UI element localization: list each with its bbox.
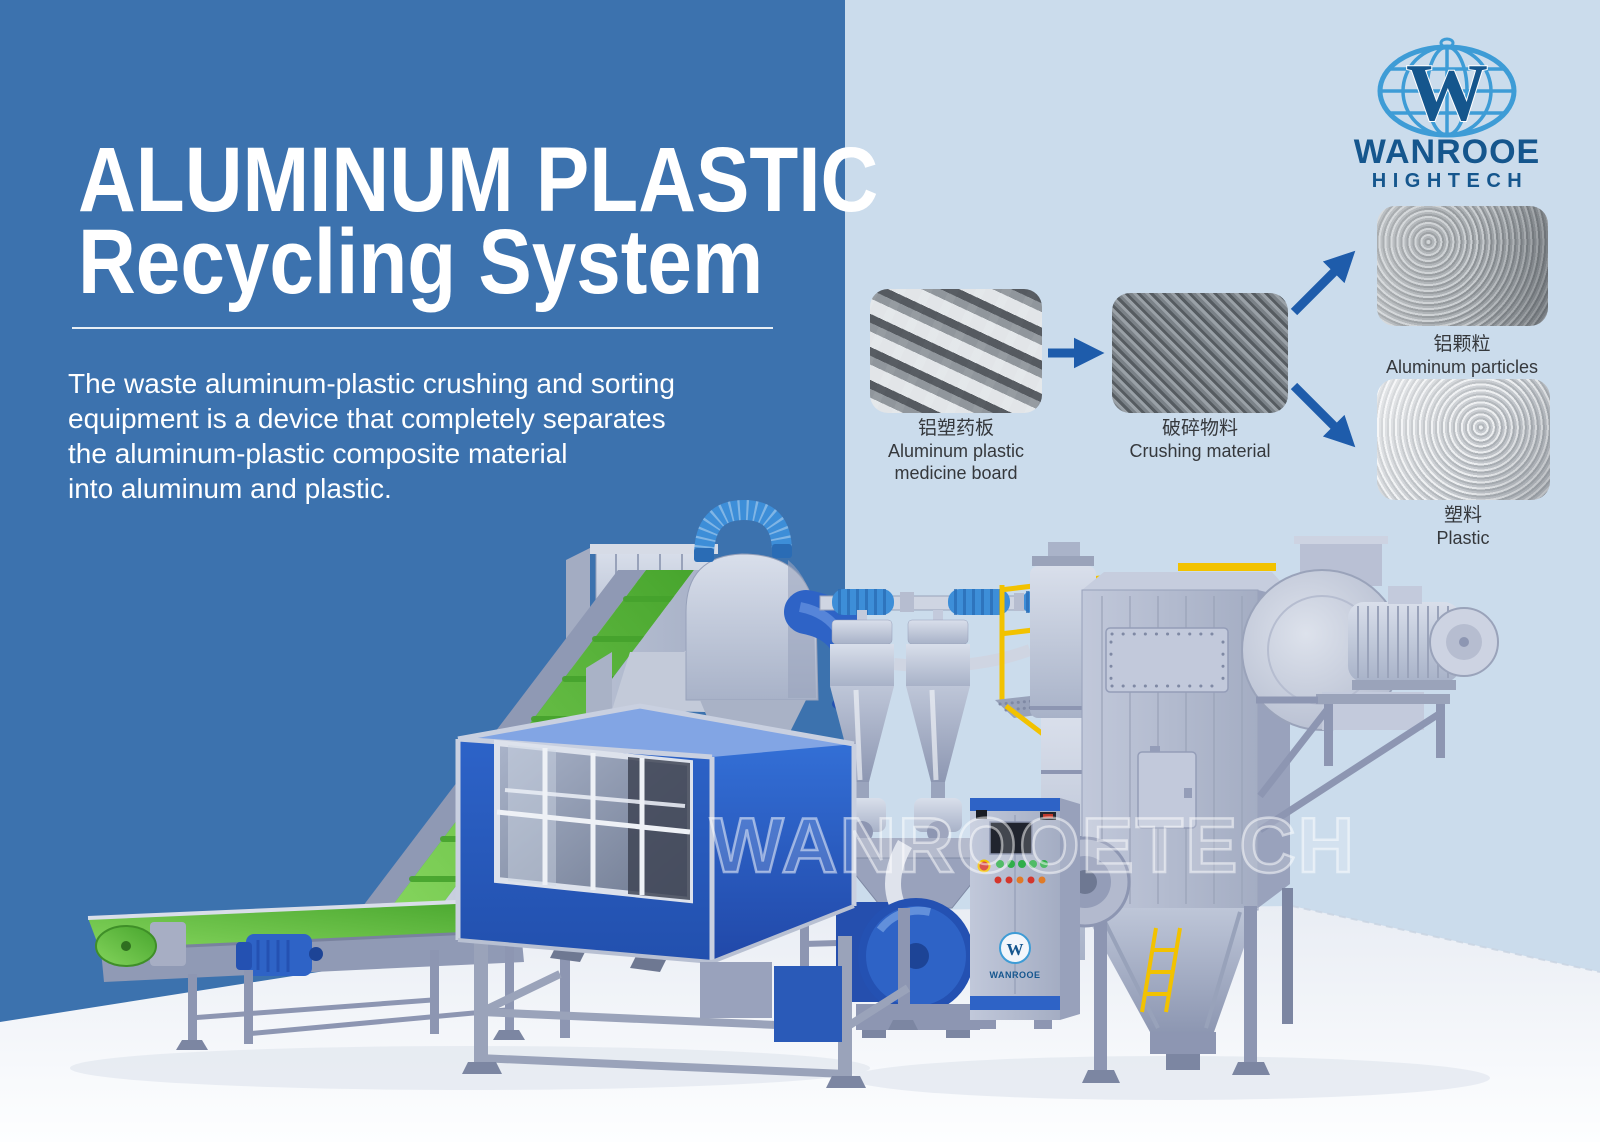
label-zh: 破碎物料 <box>1161 418 1238 439</box>
cabinet-brand-logo: W WANROOE <box>989 932 1040 980</box>
blower-motor <box>1348 586 1499 690</box>
brand-logo: W WANROOE HIGHTECH <box>1330 28 1570 203</box>
control-cabinet: W WANROOE <box>970 798 1080 1029</box>
photo-crushing-material <box>1112 293 1288 413</box>
conveyor-legs <box>176 934 525 1050</box>
flow-step-label: 塑料 Plastic <box>1348 504 1578 549</box>
label-en: Aluminum plastic <box>887 441 1025 461</box>
maintenance-ladder <box>1140 927 1182 1013</box>
label-en: Plastic <box>1436 528 1490 548</box>
photo-aluminum-particles <box>1377 206 1548 326</box>
description-line: the aluminum-plastic composite material <box>68 438 568 469</box>
flow-step-label: 破碎物料 Crushing material <box>1085 417 1315 462</box>
logo-sub: HIGHTECH <box>1372 170 1528 192</box>
hero-description: The waste aluminum-plastic crushing and … <box>68 366 675 506</box>
label-zh: 铝塑药板 <box>917 418 994 439</box>
page-title-line1: ALUMINUM PLASTIC <box>78 129 879 231</box>
description-line: equipment is a device that completely se… <box>68 403 666 434</box>
label-zh: 塑料 <box>1443 505 1482 526</box>
watermark-text: WANROOETECH <box>709 800 1356 891</box>
label-zh: 铝颗粒 <box>1433 334 1491 355</box>
conveyor-motor <box>236 934 323 976</box>
logo-monogram: W <box>1406 47 1488 138</box>
access-door-lower <box>1137 746 1197 829</box>
label-en: Crushing material <box>1129 441 1271 461</box>
crusher-cabinet <box>455 703 918 1088</box>
flow-step-label: 铝塑药板 Aluminum plastic medicine board <box>841 417 1071 484</box>
hmi-screen <box>989 821 1033 855</box>
centrifugal-blower <box>1241 536 1499 833</box>
page-title-line2: Recycling System <box>78 211 764 313</box>
flex-hose-top <box>694 499 792 562</box>
globe-icon: W WANROOE HIGHTECH <box>1354 37 1540 192</box>
description-line: The waste aluminum-plastic crushing and … <box>68 368 675 399</box>
cabinet-stand <box>462 908 918 1088</box>
pushbuttons <box>977 859 1048 884</box>
cyclone <box>906 619 970 843</box>
blower-stand <box>1256 694 1450 833</box>
meter <box>976 810 987 819</box>
cabinet-logo-monogram: W <box>1007 940 1024 959</box>
access-door-riveted <box>1105 627 1229 693</box>
description-line: into aluminum and plastic. <box>68 473 392 504</box>
photo-plastic <box>1377 379 1550 500</box>
photo-aluminum-plastic-board <box>870 289 1042 413</box>
logo-brand: WANROOE <box>1354 133 1540 171</box>
label-en: Aluminum particles <box>1385 357 1539 377</box>
inspection-window <box>494 739 693 904</box>
title-divider <box>72 327 773 329</box>
label-en: medicine board <box>894 463 1018 483</box>
cabinet-logo-text: WANROOE <box>989 970 1040 980</box>
flow-step-label: 铝颗粒 Aluminum particles <box>1347 333 1577 378</box>
